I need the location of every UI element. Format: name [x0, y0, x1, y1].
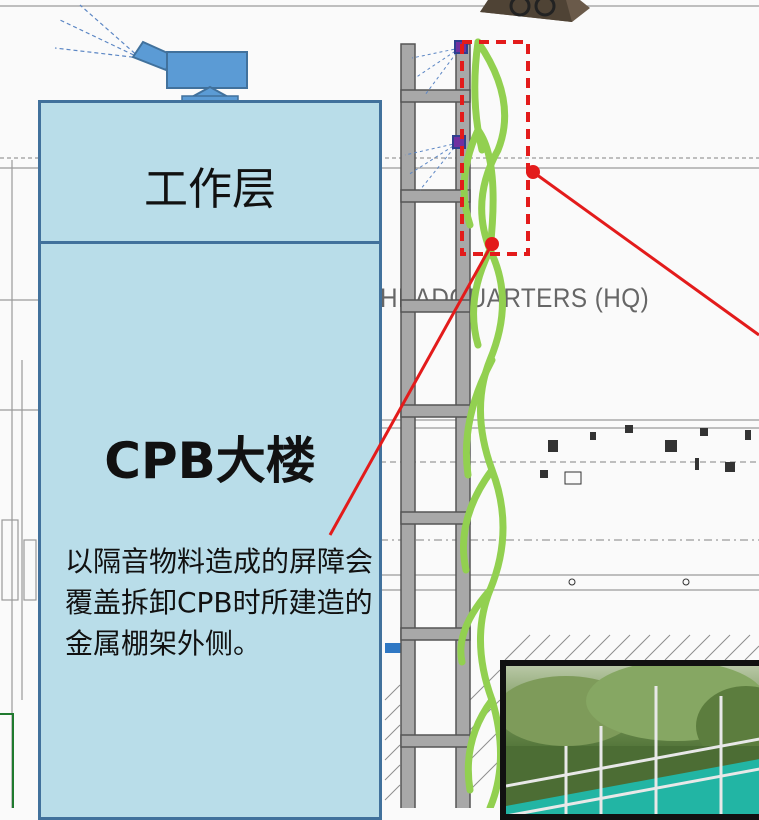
- floor-divider: [41, 241, 379, 244]
- work-layer-label: 工作层: [144, 164, 276, 215]
- site-photo-scene: [506, 666, 759, 814]
- cpb-building-label: CPB大楼: [104, 432, 316, 490]
- barrier-description: 以隔音物料造成的屏障会覆盖拆卸CPB时所建造的金属棚架外侧。: [65, 545, 374, 660]
- site-photo: [500, 660, 759, 820]
- cpb-building: 工作层 CPB大楼 以隔音物料造成的屏障会覆盖拆卸CPB时所建造的金属棚架外侧。: [38, 100, 382, 820]
